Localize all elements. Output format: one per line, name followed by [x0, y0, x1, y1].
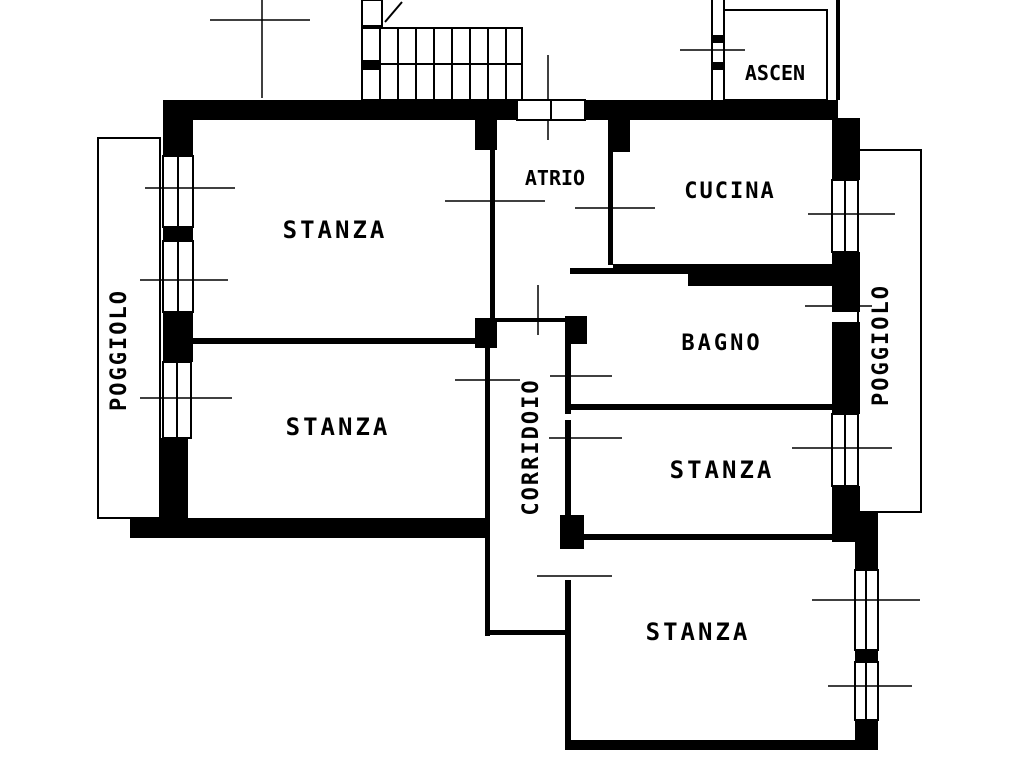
- label-bagno: BAGNO: [681, 331, 762, 356]
- label-stanza-bottom: STANZA: [646, 618, 751, 646]
- exterior-walls: [130, 100, 878, 750]
- label-corridoio: CORRIDOIO: [519, 378, 544, 515]
- windows: [162, 99, 879, 721]
- label-stanza-right: STANZA: [670, 456, 775, 484]
- label-stanza-mid-left: STANZA: [286, 413, 391, 441]
- label-atrio: ATRIO: [525, 166, 585, 190]
- label-ascensore: ASCEN: [745, 61, 805, 85]
- label-poggiolo-right: POGGIOLO: [869, 284, 894, 406]
- construction-lines: [140, 187, 920, 687]
- label-cucina: CUCINA: [684, 179, 775, 204]
- staircase: [361, 0, 523, 101]
- interior-walls: [193, 118, 858, 750]
- label-poggiolo-left: POGGIOLO: [107, 289, 132, 411]
- label-stanza-top-left: STANZA: [283, 216, 388, 244]
- balcony-left: [97, 137, 161, 519]
